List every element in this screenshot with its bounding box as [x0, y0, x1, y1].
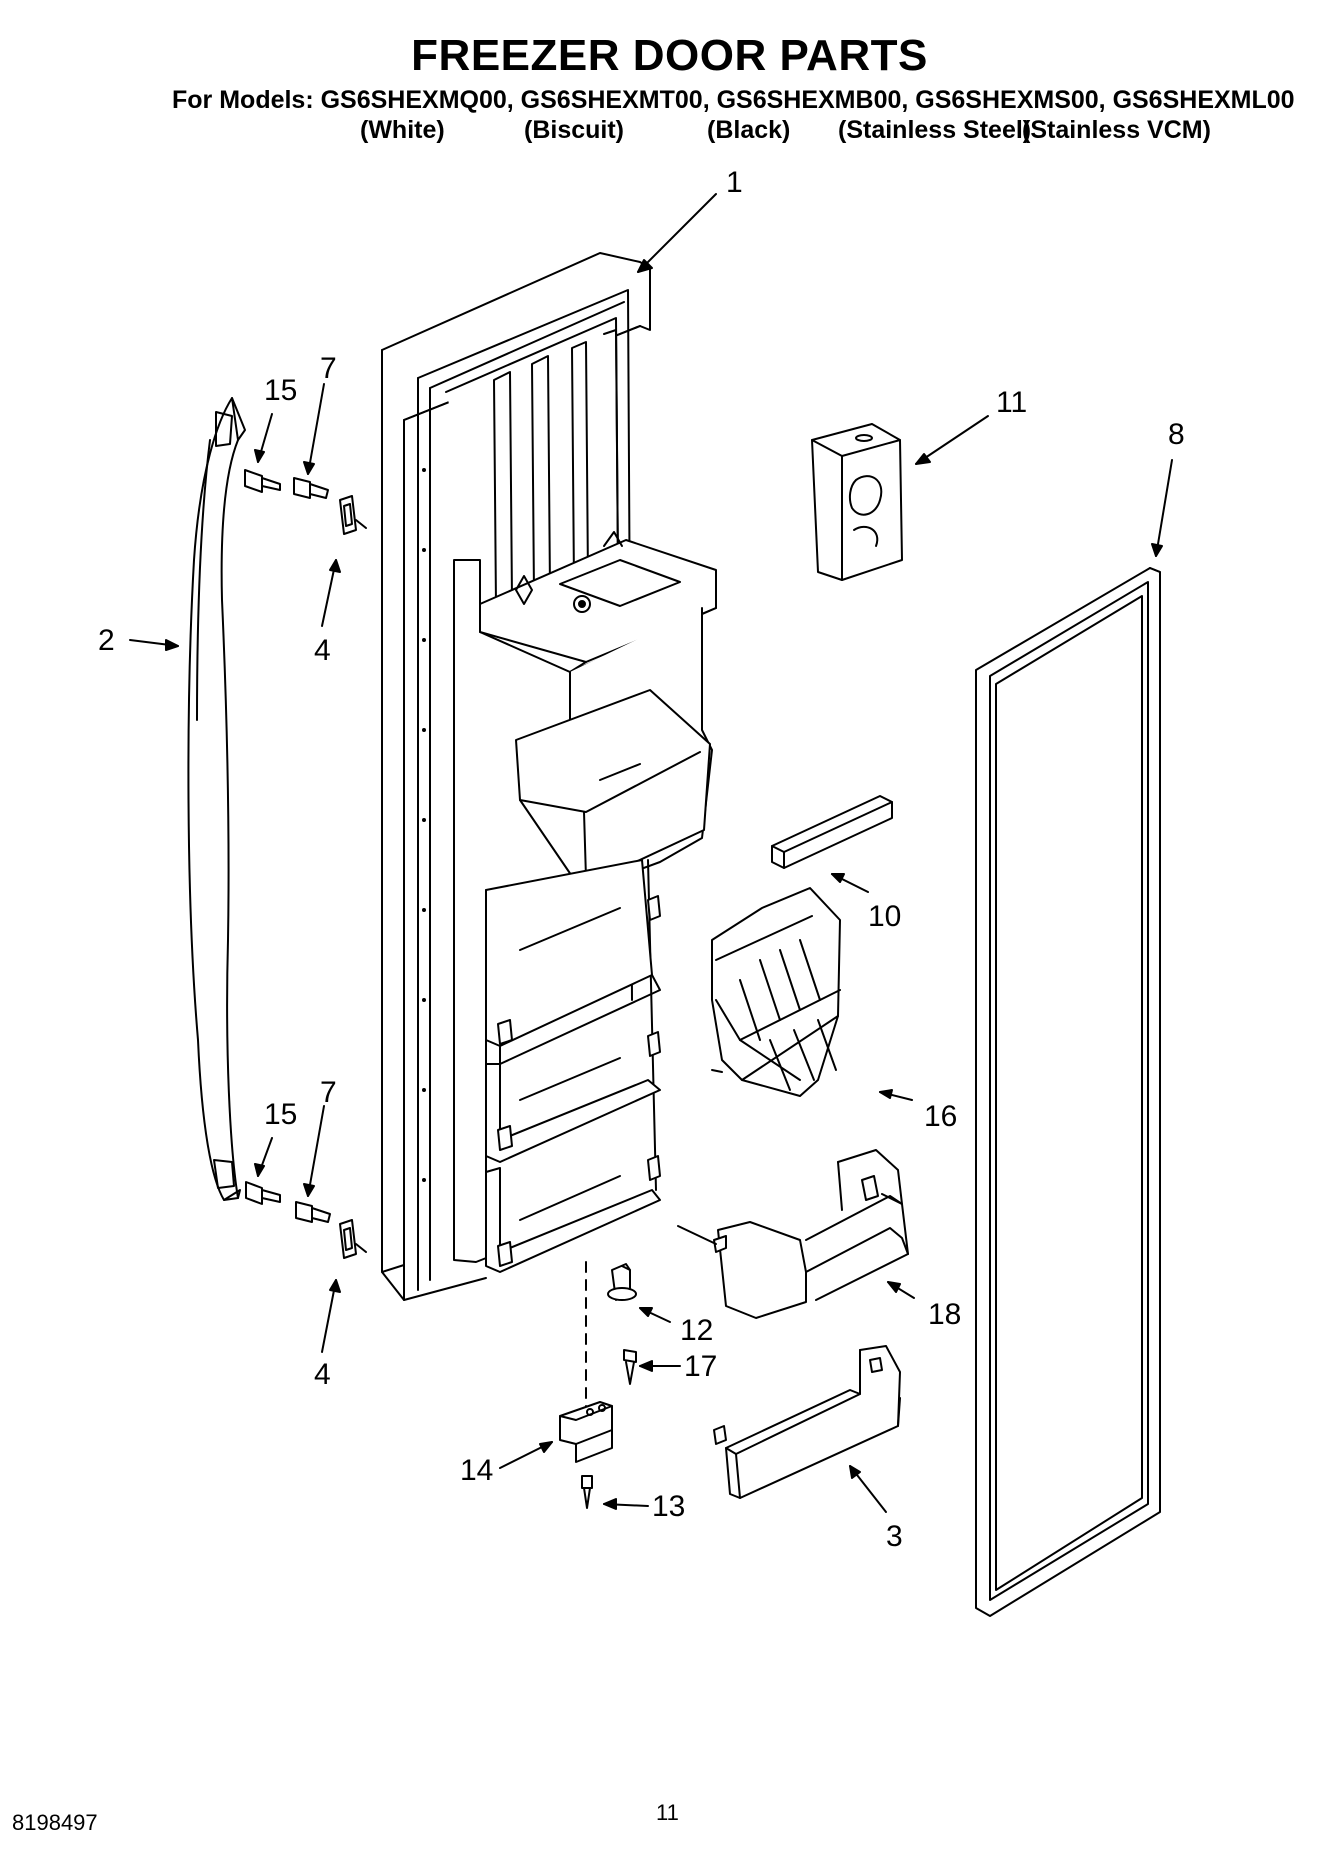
ice-bin	[713, 1149, 909, 1319]
callout-15-upper: 15	[264, 374, 297, 407]
screw-7-upper	[293, 477, 329, 499]
callout-17: 17	[684, 1350, 717, 1383]
callout-8: 8	[1168, 418, 1185, 451]
variant-white: (White)	[360, 116, 445, 144]
callout-4-lower: 4	[314, 1358, 331, 1391]
screw-15-lower	[245, 1181, 281, 1205]
model-variants: (White) (Biscuit) (Black) (Stainless Ste…	[0, 118, 1339, 148]
screw-17	[623, 1349, 637, 1385]
variant-biscuit: (Biscuit)	[524, 116, 624, 144]
callout-13: 13	[652, 1490, 685, 1523]
screw-7-lower	[295, 1201, 331, 1223]
door-handle	[187, 397, 246, 1201]
callout-3: 3	[886, 1520, 903, 1553]
shelf-bar	[713, 1345, 901, 1499]
door-gasket	[975, 567, 1161, 1617]
callout-2: 2	[98, 624, 115, 657]
callout-16: 16	[924, 1100, 957, 1133]
variant-stainless-steel: (Stainless Steel)	[838, 116, 1032, 144]
screw-15-upper	[244, 469, 281, 493]
callout-1: 1	[726, 166, 743, 199]
badge-module	[811, 423, 903, 581]
screw-13	[581, 1475, 593, 1509]
clip-4-upper	[339, 495, 367, 535]
hinge-bushing	[607, 1263, 637, 1301]
freezer-door	[381, 252, 717, 1301]
callout-12: 12	[680, 1314, 713, 1347]
models-line: For Models: GS6SHEXMQ00, GS6SHEXMT00, GS…	[172, 86, 1295, 114]
callout-10: 10	[868, 900, 901, 933]
trim-strip	[771, 795, 893, 869]
callout-7-lower: 7	[320, 1076, 337, 1109]
document-number: 8198497	[12, 1810, 98, 1835]
callout-numbers: 1 2 3 4 4 7 7 8 10 11 12 13 14 15 15 16 …	[98, 166, 1185, 1553]
page-title: FREEZER DOOR PARTS	[411, 31, 928, 80]
clip-4-lower	[339, 1219, 367, 1259]
callout-4-upper: 4	[314, 634, 331, 667]
leader-lines	[129, 193, 1173, 1513]
wire-basket	[711, 887, 841, 1097]
page-number: 11	[656, 1800, 679, 1825]
variant-stainless-vcm: (Stainless VCM)	[1022, 116, 1211, 144]
callout-7-upper: 7	[320, 352, 337, 385]
hinge-bracket	[559, 1401, 613, 1463]
variant-black: (Black)	[707, 116, 791, 144]
callout-14: 14	[460, 1454, 493, 1487]
callout-11: 11	[996, 386, 1027, 419]
callout-18: 18	[928, 1298, 961, 1331]
callout-15-lower: 15	[264, 1098, 297, 1131]
